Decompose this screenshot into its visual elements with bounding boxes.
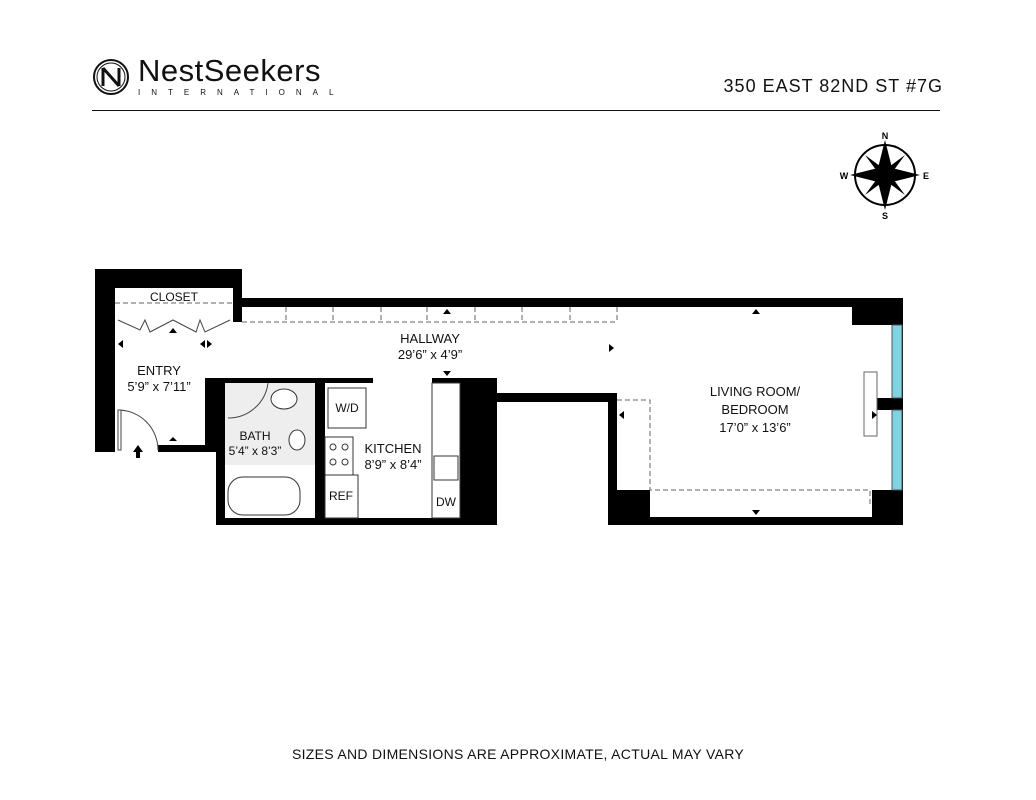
wd-label: W/D [335, 401, 359, 415]
living-label-1: LIVING ROOM/ [710, 384, 801, 399]
hallway-label: HALLWAY [400, 331, 460, 346]
kitchen-label: KITCHEN [364, 441, 421, 456]
stove-icon [324, 436, 354, 476]
compass-e: E [923, 171, 929, 181]
entry-dims: 5’9” x 7’11” [127, 379, 190, 394]
closet-doors [117, 318, 231, 333]
room-labels: CLOSET ENTRY 5’9” x 7’11” HALLWAY 29’6” … [127, 290, 800, 509]
hallway-dims: 29’6” x 4’9” [398, 347, 462, 362]
bath-door-swing [227, 382, 269, 419]
disclaimer: SIZES AND DIMENSIONS ARE APPROXIMATE, AC… [291, 746, 745, 762]
entry-door-swing [117, 409, 159, 451]
brand-emblem-icon [93, 58, 129, 95]
kitchen-sink-icon [433, 455, 459, 481]
kitchen-counter [431, 382, 461, 519]
bath-dims: 5’4” x 8’3” [229, 444, 282, 458]
section-markers [118, 309, 877, 515]
brand-logo: NestSeekers INTERNATIONAL [92, 53, 345, 97]
dw-label: DW [436, 495, 457, 509]
bath-tile-floor [225, 383, 315, 465]
sink-icon [288, 429, 306, 451]
refrigerator [324, 474, 359, 519]
entry-door [117, 409, 122, 451]
entry-arrow-icon [133, 445, 143, 458]
burners-icon [329, 443, 349, 466]
dashed-storage-lines [115, 302, 871, 505]
toilet-icon [270, 388, 298, 410]
washer-dryer [327, 387, 367, 429]
ref-label: REF [329, 489, 353, 503]
brand-subtitle: INTERNATIONAL [138, 88, 345, 97]
compass-rose-icon: N S E W [840, 131, 929, 221]
unit-address: 350 EAST 82ND ST #7G [723, 76, 943, 96]
bath-label: BATH [239, 429, 270, 443]
header-divider [92, 110, 940, 111]
living-dims: 17’0” x 13’6” [719, 420, 791, 435]
kitchen-dims: 8’9” x 8’4” [364, 457, 421, 472]
living-label-2: BEDROOM [721, 402, 788, 417]
entry-label: ENTRY [137, 363, 181, 378]
compass-w: W [840, 171, 849, 181]
bathtub-icon [227, 476, 301, 516]
compass-n: N [882, 131, 889, 141]
brand-name: NestSeekers [138, 53, 321, 88]
windows [863, 324, 903, 491]
compass-s: S [882, 211, 888, 221]
closet-label: CLOSET [150, 290, 199, 304]
